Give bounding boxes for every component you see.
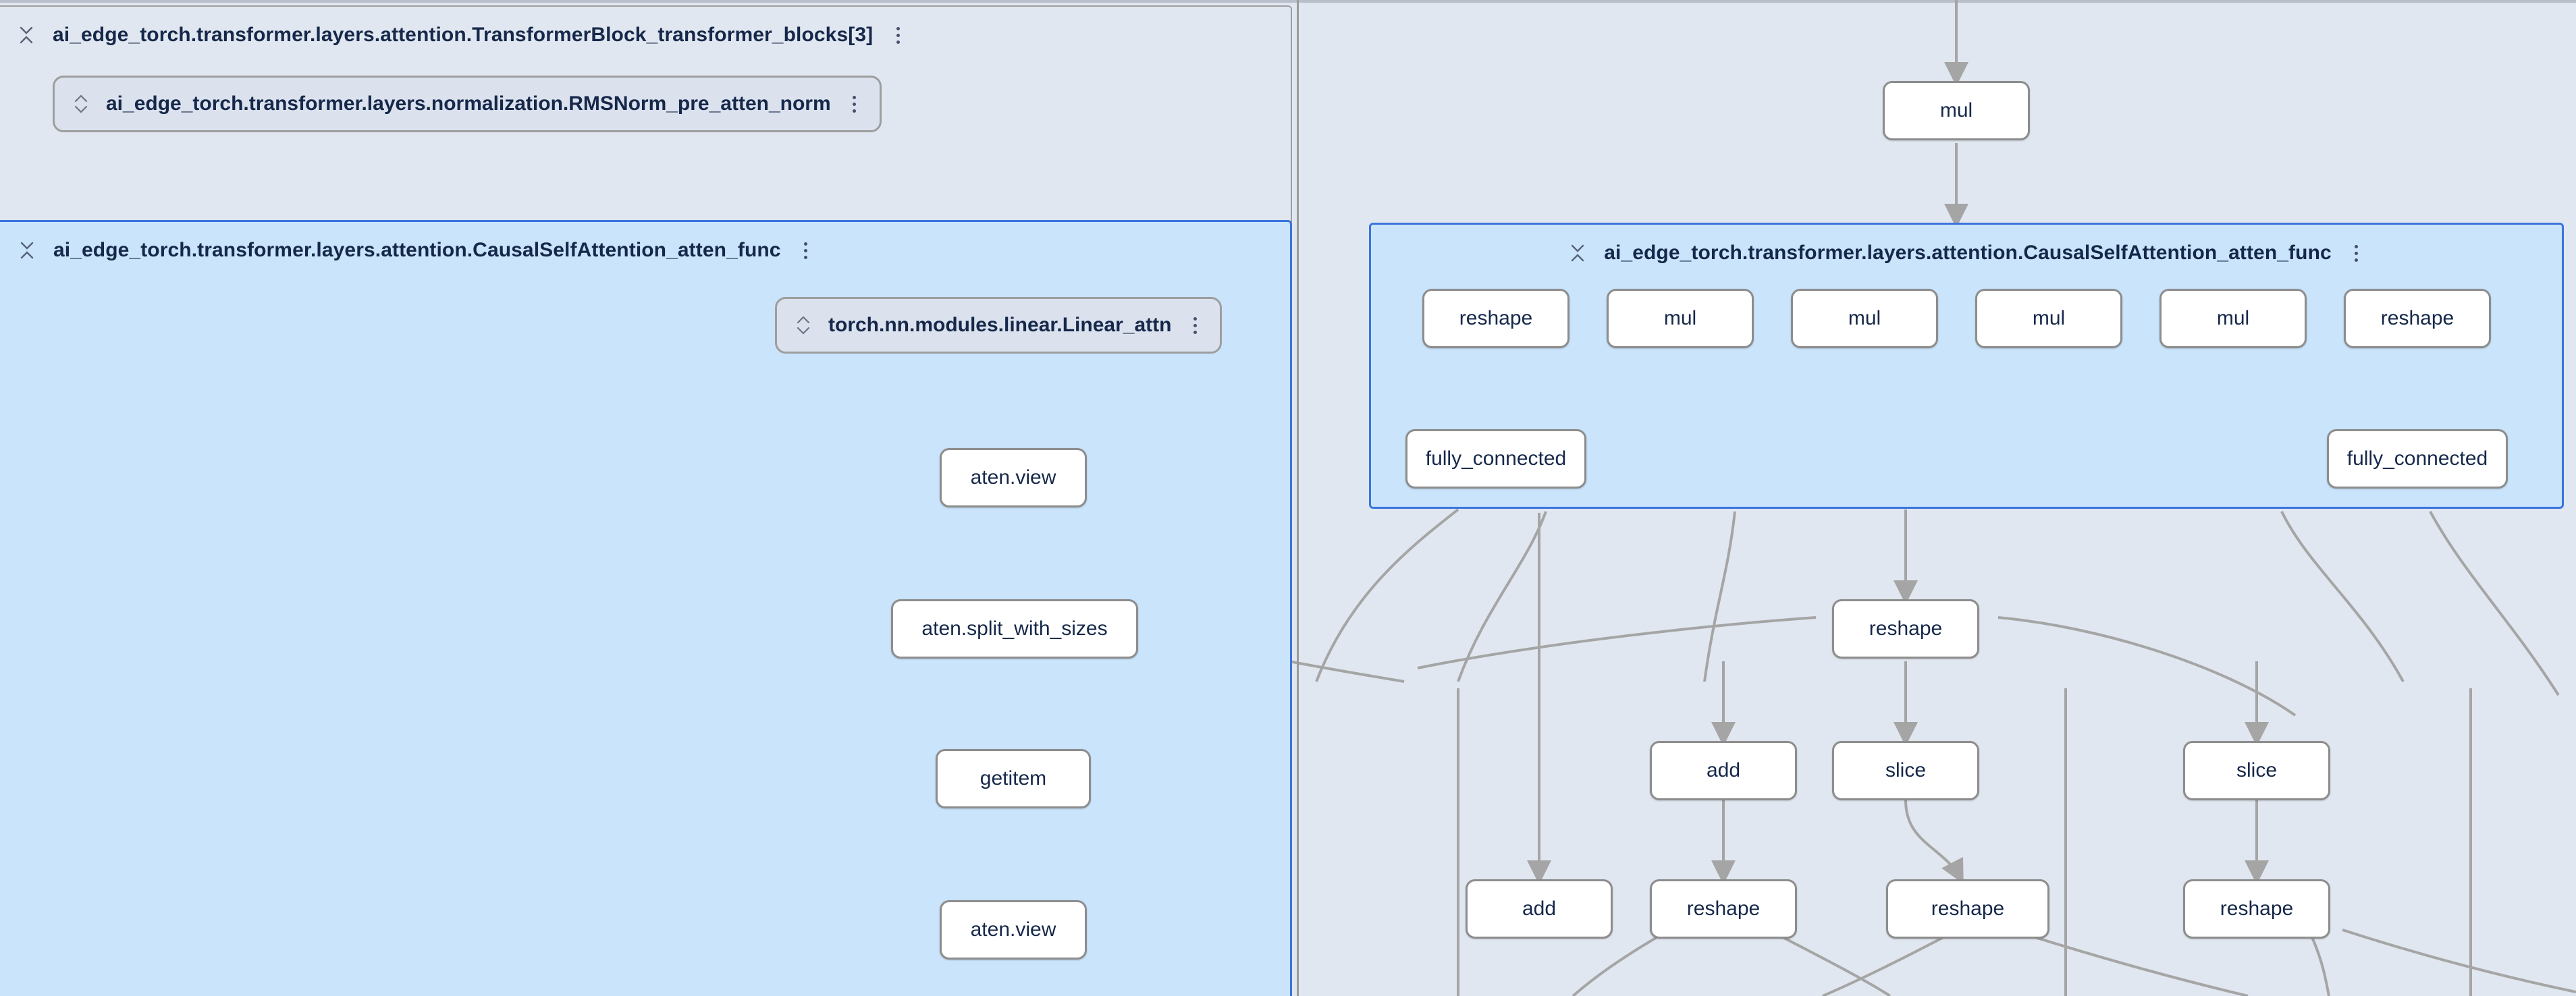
node-mul-1-label: mul (1663, 307, 1697, 329)
node-reshape-b-label: reshape (2380, 307, 2454, 329)
group-transformer-block-header[interactable]: ai_edge_torch.transformer.layers.attenti… (0, 7, 1291, 63)
more-options-icon[interactable] (799, 237, 813, 264)
node-reshape-c-label: reshape (1869, 617, 1943, 640)
node-mul-3[interactable]: mul (1975, 289, 2122, 348)
collapsed-module-rmsnorm-label: ai_edge_torch.transformer.layers.normali… (106, 92, 831, 115)
node-mul-top[interactable]: mul (1883, 81, 2030, 140)
node-mul-top-label: mul (1939, 99, 1973, 121)
expand-icon[interactable] (795, 312, 812, 339)
node-mul-2[interactable]: mul (1791, 289, 1938, 348)
more-options-icon[interactable] (1187, 312, 1202, 339)
node-reshape-d[interactable]: reshape (1650, 879, 1797, 939)
node-aten-view-2[interactable]: aten.view (940, 900, 1087, 960)
top-rule (0, 0, 2576, 3)
node-aten-view-2-label: aten.view (970, 918, 1056, 941)
node-add-2-label: add (1522, 897, 1557, 920)
node-reshape-a-label: reshape (1459, 307, 1533, 329)
more-options-icon[interactable] (890, 22, 905, 49)
collapsed-module-rmsnorm[interactable]: ai_edge_torch.transformer.layers.normali… (53, 76, 882, 132)
node-fully-connected-left-label: fully_connected (1425, 447, 1567, 470)
node-mul-3-label: mul (2032, 307, 2066, 329)
group-causal-self-attention-right-label: ai_edge_torch.transformer.layers.attenti… (1604, 242, 2332, 264)
node-slice-2[interactable]: slice (2183, 741, 2330, 800)
more-options-icon[interactable] (847, 90, 862, 117)
expand-icon[interactable] (72, 90, 90, 117)
node-reshape-a[interactable]: reshape (1422, 289, 1569, 348)
node-mul-2-label: mul (1848, 307, 1881, 329)
node-reshape-f-label: reshape (2220, 897, 2294, 920)
node-mul-4[interactable]: mul (2159, 289, 2307, 348)
node-mul-1[interactable]: mul (1607, 289, 1754, 348)
collapsed-module-linear-attn[interactable]: torch.nn.modules.linear.Linear_attn (775, 297, 1223, 354)
node-slice-1[interactable]: slice (1832, 741, 1979, 800)
node-reshape-b[interactable]: reshape (2344, 289, 2491, 348)
group-causal-self-attention-right-header[interactable]: ai_edge_torch.transformer.layers.attenti… (1371, 225, 2562, 281)
node-reshape-e-label: reshape (1931, 897, 2005, 920)
node-fully-connected-left[interactable]: fully_connected (1405, 429, 1586, 489)
group-transformer-block-label: ai_edge_torch.transformer.layers.attenti… (53, 24, 874, 46)
node-add-1[interactable]: add (1650, 741, 1797, 800)
node-getitem-label: getitem (980, 767, 1047, 790)
node-reshape-c[interactable]: reshape (1832, 599, 1979, 659)
panel-divider[interactable] (1297, 0, 1299, 996)
node-add-1-label: add (1706, 759, 1741, 781)
node-aten-split-with-sizes[interactable]: aten.split_with_sizes (891, 599, 1138, 659)
node-reshape-e[interactable]: reshape (1886, 879, 2049, 939)
group-causal-self-attention-left-label: ai_edge_torch.transformer.layers.attenti… (53, 239, 781, 261)
collapse-icon[interactable] (18, 237, 36, 264)
collapse-icon[interactable] (1569, 240, 1586, 267)
more-options-icon[interactable] (2349, 240, 2364, 267)
node-getitem[interactable]: getitem (936, 749, 1091, 808)
collapse-icon[interactable] (18, 22, 35, 49)
node-aten-view-1[interactable]: aten.view (940, 448, 1087, 507)
node-fully-connected-right-label: fully_connected (2346, 447, 2488, 470)
node-slice-2-label: slice (2236, 759, 2277, 781)
collapsed-module-linear-attn-label: torch.nn.modules.linear.Linear_attn (828, 314, 1172, 336)
node-fully-connected-right[interactable]: fully_connected (2327, 429, 2508, 489)
node-aten-split-with-sizes-label: aten.split_with_sizes (921, 617, 1108, 640)
node-slice-1-label: slice (1885, 759, 1926, 781)
node-aten-view-1-label: aten.view (970, 466, 1056, 489)
group-causal-self-attention-left-header[interactable]: ai_edge_torch.transformer.layers.attenti… (0, 222, 1290, 279)
node-mul-4-label: mul (2216, 307, 2250, 329)
node-reshape-d-label: reshape (1686, 897, 1761, 920)
node-add-2[interactable]: add (1466, 879, 1613, 939)
node-reshape-f[interactable]: reshape (2183, 879, 2330, 939)
